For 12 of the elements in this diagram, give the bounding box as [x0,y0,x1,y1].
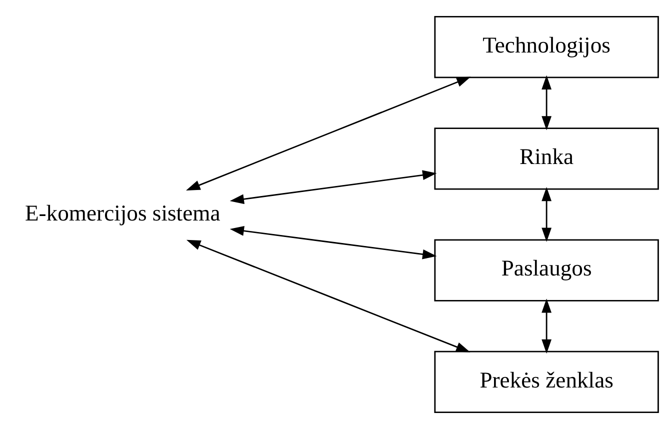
arrow [542,186,552,242]
node-box: Technologijos [434,15,659,78]
node-box: Rinka [434,127,659,190]
node-box: Paslaugos [434,238,659,301]
node-text: E-komercijos sistema [24,200,220,226]
arrow [230,225,437,259]
node-box: Prekės ženklas [434,350,659,413]
arrow [542,298,552,354]
arrow [542,74,552,130]
arrow [186,76,471,190]
arrow [186,239,470,352]
arrow [230,170,437,204]
